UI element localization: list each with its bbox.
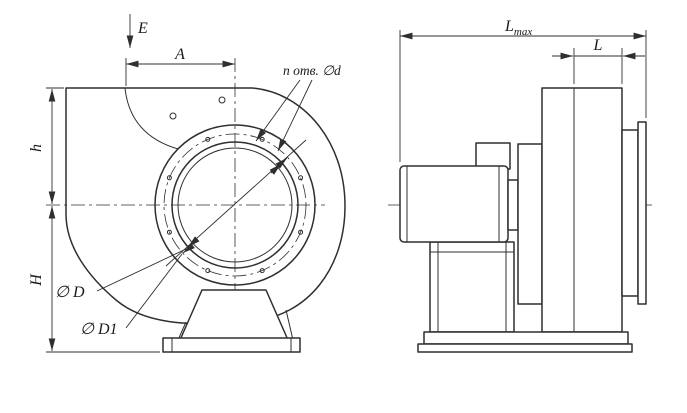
- volute-casing: [65, 87, 346, 325]
- diameter-arrow: [275, 157, 288, 169]
- bolt-hole: [298, 175, 304, 181]
- base-plate-side: [423, 331, 629, 345]
- diameter-arrow: [182, 242, 195, 254]
- motor-bracket-plate: [517, 143, 543, 305]
- dim-label-D: ∅ D: [55, 284, 85, 301]
- bolt-hole: [298, 229, 304, 235]
- bolt-hole: [166, 229, 172, 235]
- dim-label-H: H: [28, 273, 45, 287]
- base-plate: [162, 337, 301, 353]
- housing-side: [541, 87, 623, 333]
- inlet-flange: [637, 121, 647, 305]
- leader-line: [125, 253, 183, 329]
- gusset-left: [177, 321, 187, 341]
- dim-label-L: L: [593, 37, 603, 54]
- dim-label-A: A: [174, 46, 185, 63]
- dim-label-E: E: [137, 20, 148, 37]
- dim-label-h: h: [28, 144, 45, 152]
- motor-support: [429, 241, 515, 333]
- gusset-right: [285, 309, 294, 341]
- motor-body: [399, 165, 509, 243]
- side-view: Lmax L: [388, 18, 652, 353]
- dim-label-Lmax: Lmax: [504, 18, 532, 38]
- inlet-flange-circle: [154, 124, 316, 286]
- bolt-hole: [259, 268, 265, 274]
- bolt-hole: [205, 136, 211, 142]
- motor-terminal-box: [475, 142, 511, 170]
- bolt-hole: [205, 268, 211, 274]
- leader-line: [255, 79, 301, 142]
- dim-label-D1: ∅ D1: [80, 321, 118, 338]
- inlet-bore-inner-edge: [177, 147, 293, 263]
- holes-note: n отв. ∅d: [283, 63, 341, 78]
- bolt-hole: [166, 175, 172, 181]
- front-view: E A n отв. ∅d h H ∅ D ∅ D1: [28, 14, 346, 353]
- inlet-bore-circle: [171, 141, 299, 269]
- casing-rivet-hole: [169, 112, 177, 120]
- volute-tongue: [124, 87, 179, 150]
- leader-line: [277, 79, 313, 152]
- casing-rivet-hole: [218, 96, 226, 104]
- base-plate-side-lower: [417, 343, 633, 353]
- leader-line: [96, 248, 187, 292]
- bolt-circle-dashdot: [163, 133, 307, 277]
- motor-shaft-housing: [507, 179, 519, 231]
- inlet-collar: [621, 129, 639, 297]
